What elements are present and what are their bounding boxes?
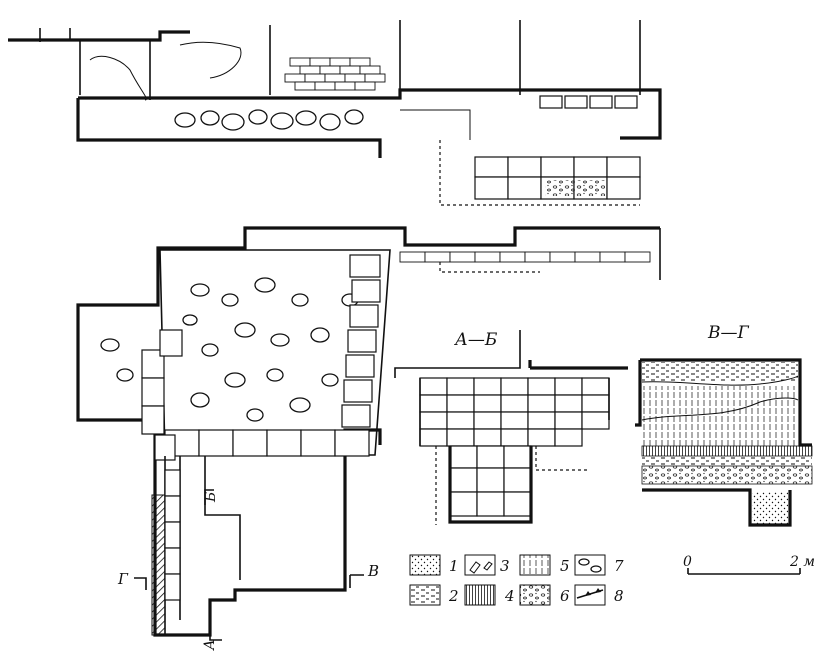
site-plan: Г В Б А	[76, 226, 661, 651]
legend-item-8: 8	[574, 584, 624, 606]
south-row-blocks	[154, 429, 370, 461]
scale-start: 0	[683, 554, 692, 570]
elevation-rubble	[174, 109, 364, 131]
legend-item-3: 3	[464, 554, 510, 576]
elevation-upper-blocks	[539, 95, 638, 109]
legend-item-5: 5	[519, 554, 570, 576]
east-wall-stones	[341, 254, 381, 428]
legend-item-2: 2	[409, 584, 459, 606]
section-vg-title: В—Г	[707, 323, 749, 343]
legend-num-1: 1	[449, 557, 459, 575]
marker-v-label: В	[367, 562, 379, 580]
south-corridor	[151, 456, 241, 636]
marker-g: Г	[117, 570, 147, 590]
section-ab: А—Б	[394, 330, 628, 525]
legend-item-1: 1	[409, 554, 459, 576]
marker-a: А	[202, 628, 222, 651]
top-elevation	[8, 20, 662, 206]
legend-num-7: 7	[614, 557, 624, 575]
west-wall-blocks	[141, 329, 183, 435]
legend-num-4: 4	[504, 587, 515, 605]
scale-end: 2 м	[789, 554, 815, 570]
marker-v: В	[349, 562, 379, 588]
section-ab-blocks	[419, 377, 610, 517]
floor-stones	[100, 277, 359, 422]
legend: 1 3 5 7 2 4 6	[409, 554, 624, 606]
marker-b-label: Б	[203, 492, 219, 503]
legend-item-7: 7	[574, 554, 624, 576]
scale-bar: 0 2 м	[683, 554, 815, 575]
legend-num-8: 8	[614, 587, 624, 605]
brick-patch-top	[284, 57, 386, 91]
elevation-foundation-blocks	[474, 156, 641, 200]
legend-num-5: 5	[560, 557, 570, 575]
section-ab-title: А—Б	[454, 330, 498, 350]
marker-g-label: Г	[117, 570, 129, 588]
legend-item-6: 6	[519, 584, 570, 606]
marker-b: Б	[203, 489, 219, 505]
legend-item-4: 4	[464, 584, 515, 606]
legend-num-3: 3	[500, 557, 510, 575]
legend-num-6: 6	[560, 587, 570, 605]
north-brick-strip	[399, 251, 651, 273]
marker-a-label: А	[202, 639, 218, 651]
section-vg: В—Г	[635, 323, 813, 527]
legend-num-2: 2	[448, 587, 459, 605]
